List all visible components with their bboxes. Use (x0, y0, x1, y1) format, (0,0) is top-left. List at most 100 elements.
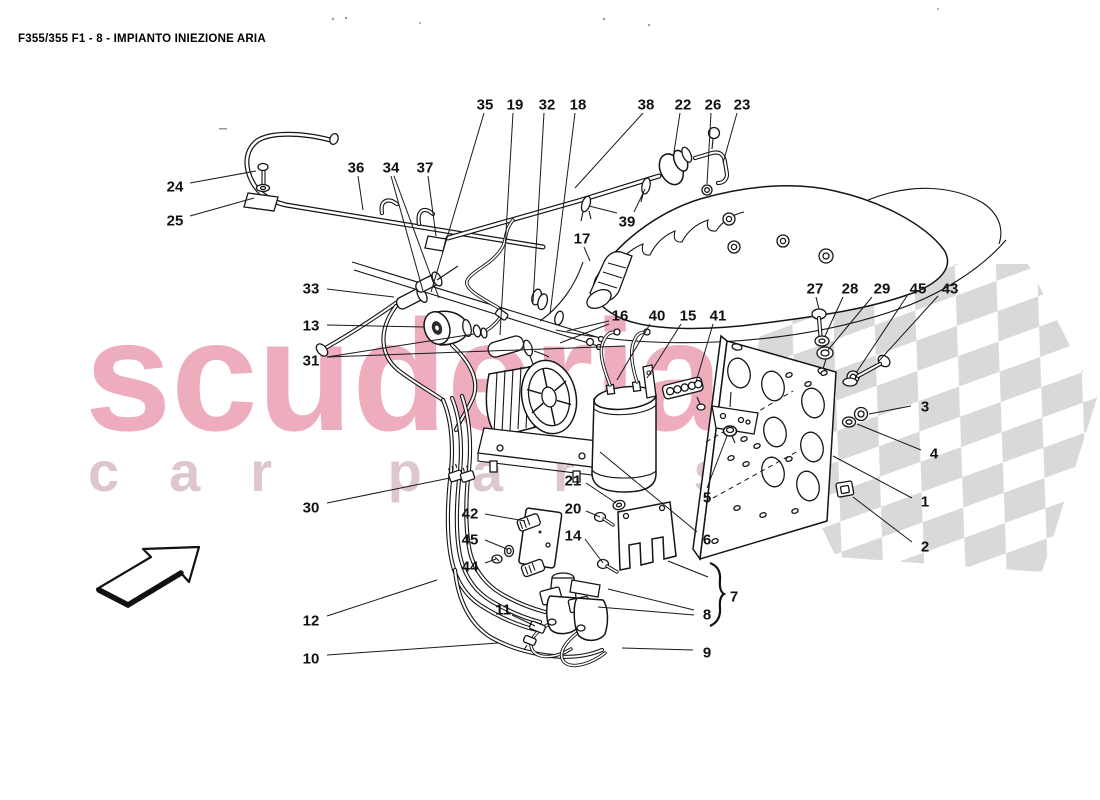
callout-label-27: 27 (807, 281, 824, 298)
leader-line (827, 296, 873, 351)
callout-label-33: 33 (303, 281, 320, 298)
leader-line (511, 614, 536, 627)
callout-label-38: 38 (638, 97, 655, 114)
leader-line (484, 539, 508, 550)
leader-line (673, 112, 681, 153)
callout-label-19: 19 (507, 97, 524, 114)
callout-label-31: 31 (303, 353, 320, 370)
leader-line (559, 323, 610, 344)
plate-bracket (711, 391, 759, 444)
callout-label-45: 45 (910, 281, 927, 298)
callout-label-10: 10 (303, 651, 320, 668)
leader-line (855, 295, 908, 374)
callout-label-8: 8 (703, 607, 711, 624)
callout-label-17: 17 (574, 231, 591, 248)
callout-label-18: 18 (570, 97, 587, 114)
callout-label-26: 26 (705, 97, 722, 114)
callout-label-6: 6 (703, 532, 711, 549)
leader-line (722, 112, 738, 164)
solenoid-block (491, 507, 563, 578)
solenoid-valve-2 (567, 579, 609, 642)
callout-label-30: 30 (303, 500, 320, 517)
solenoid-valves (522, 572, 609, 668)
leader-line (585, 510, 601, 518)
leader-line (706, 112, 712, 185)
callout-label-28: 28 (842, 281, 859, 298)
callout-label-29: 29 (874, 281, 891, 298)
leader-line (484, 558, 497, 564)
callout-label-23: 23 (734, 97, 751, 114)
leader-line (326, 477, 451, 504)
diagram-artwork (95, 126, 1007, 668)
callout-leaders (189, 112, 939, 656)
leader-line (566, 320, 610, 332)
leader-line (430, 112, 485, 293)
callout-label-16: 16 (612, 308, 629, 325)
leader-line (499, 112, 514, 336)
pipe-to-check-valve (445, 173, 662, 241)
callout-label-24: 24 (167, 179, 184, 196)
leader-line (484, 513, 526, 522)
ribbed-hose (586, 251, 633, 309)
callout-label-41: 41 (710, 308, 727, 325)
callout-label-37: 37 (417, 160, 434, 177)
leader-line (852, 496, 913, 543)
leader-line (599, 451, 698, 533)
leader-line (646, 323, 682, 379)
callout-label-44: 44 (462, 559, 479, 576)
leader-line (588, 205, 618, 214)
hose-with-couplers (315, 265, 459, 357)
leader-line (815, 296, 820, 310)
callout-label-36: 36 (348, 160, 365, 177)
leader-line (357, 175, 364, 211)
plate-small-holes (711, 370, 828, 544)
leader-line (584, 538, 604, 564)
air-control-valve (423, 310, 488, 346)
callout-label-32: 32 (539, 97, 556, 114)
callout-label-40: 40 (649, 308, 666, 325)
callout-label-35: 35 (477, 97, 494, 114)
callout-label-25: 25 (167, 213, 184, 230)
scan-specks (219, 8, 939, 130)
leader-line (390, 175, 424, 292)
callout-label-3: 3 (921, 399, 929, 416)
leader-line (583, 246, 591, 262)
callout-label-2: 2 (921, 539, 929, 556)
vacuum-hose (465, 218, 515, 337)
callout-label-5: 5 (703, 490, 711, 507)
leader-line (189, 170, 257, 184)
leader-line (326, 324, 425, 328)
leader-line (326, 288, 395, 298)
pipe-mount (243, 162, 279, 212)
leader-line (621, 647, 694, 651)
leader-line (549, 112, 576, 315)
leader-line (189, 197, 255, 217)
air-pump (477, 359, 599, 483)
callout-label-4: 4 (930, 446, 939, 463)
leader-line (832, 455, 913, 499)
leader-line (326, 333, 475, 358)
leader-line (706, 435, 728, 489)
callout-label-12: 12 (303, 613, 320, 630)
cable-clip (448, 463, 476, 483)
direction-arrow (95, 545, 201, 609)
leader-line (633, 188, 646, 213)
leader-line (824, 296, 844, 337)
check-valve (658, 126, 730, 196)
callout-label-9: 9 (703, 645, 711, 662)
callout-label-15: 15 (680, 308, 697, 325)
leader-line (326, 579, 438, 617)
callout-label-43: 43 (942, 281, 959, 298)
leader-line (585, 482, 617, 504)
fitting-strip (642, 364, 706, 411)
callout-label-13: 13 (303, 318, 320, 335)
leader-line (616, 323, 651, 381)
group-brace (709, 561, 727, 628)
callout-label-21: 21 (565, 473, 582, 490)
clamp-bracket (424, 235, 447, 252)
leader-line (393, 175, 440, 299)
callout-label-1: 1 (921, 494, 929, 511)
leader-line (326, 642, 499, 656)
